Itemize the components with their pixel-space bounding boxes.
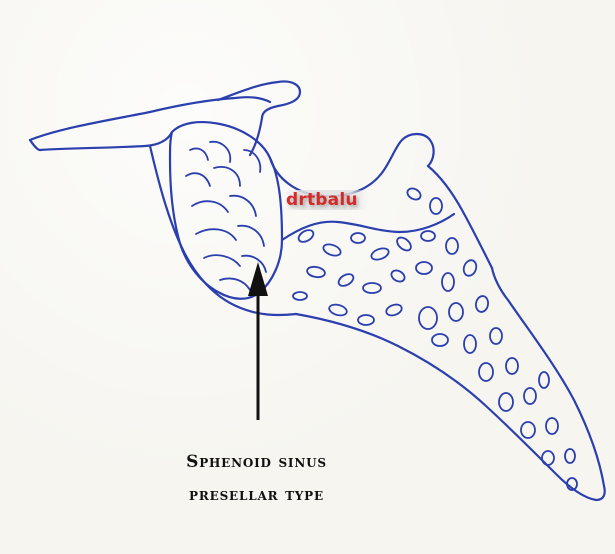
watermark-text: drtbalu	[284, 190, 368, 210]
caption-line-2: presellar type	[0, 485, 513, 505]
sella-turcica-outline	[270, 134, 434, 196]
dorsum-sellae-outline	[428, 166, 492, 268]
caption-line-1: Sphenoid sinus	[0, 452, 513, 472]
anterior-clinoid-outline	[218, 81, 300, 118]
planum-sphenoidale-outline	[30, 97, 270, 140]
planum-sphenoidale-outline-lower	[40, 132, 172, 150]
